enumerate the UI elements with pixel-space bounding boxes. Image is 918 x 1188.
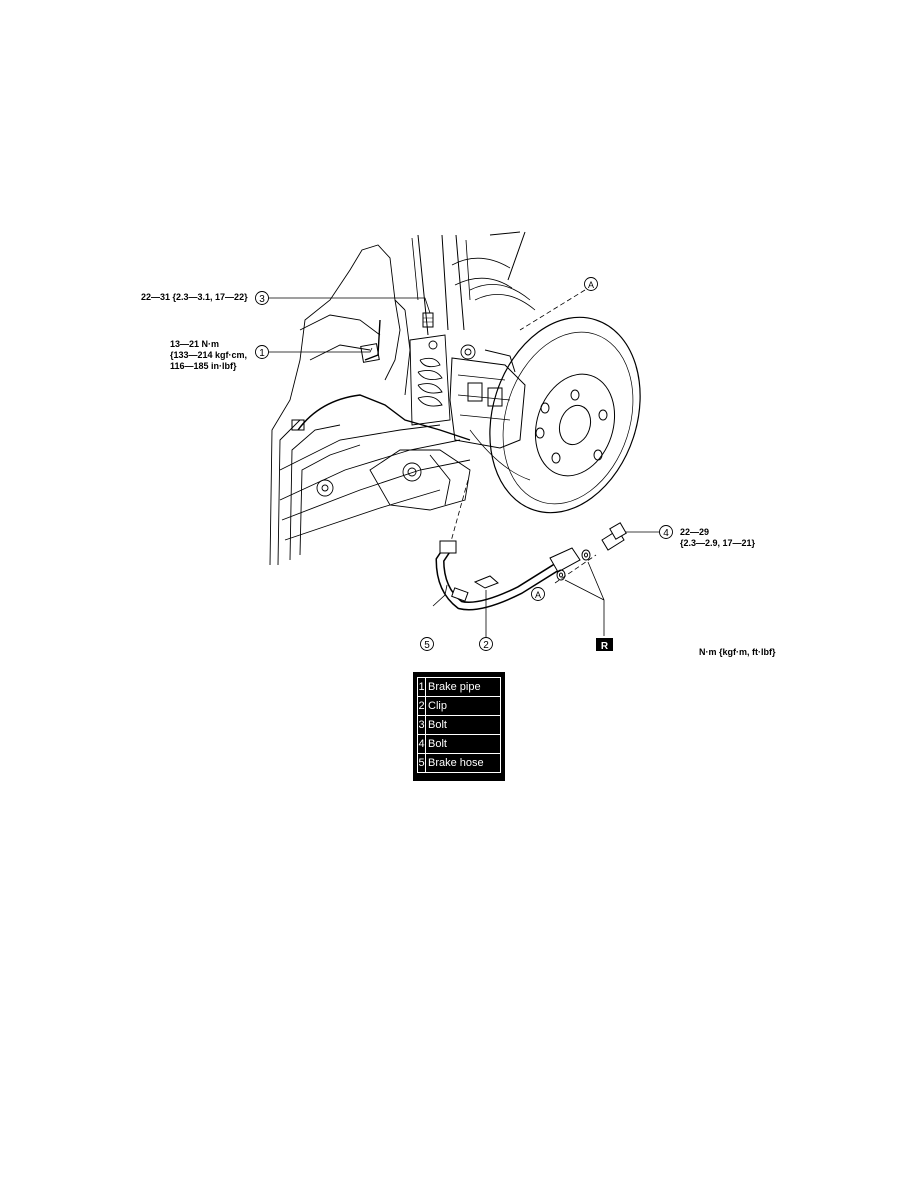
bolt-3-torque-label: 22—31 {2.3—3.1, 17—22}	[141, 292, 248, 303]
bolt-4-torque-label: 22—29 {2.3—2.9, 17—21}	[680, 527, 755, 549]
bolt-4-torque-line2: {2.3—2.9, 17—21}	[680, 538, 756, 548]
torque-units-text: N·m {kgf·m, ft·lbf}	[699, 647, 776, 657]
callout-circles	[255, 277, 673, 651]
legend-label: Bolt	[425, 734, 501, 754]
brake-pipe-torque-line2: {133—214 kgf·cm,	[170, 350, 248, 360]
brake-pipe-illustration	[291, 319, 471, 441]
reference-line-a	[449, 289, 597, 584]
callout-3-number: 3	[259, 294, 265, 305]
strut-illustration	[411, 231, 536, 336]
legend-number: 5	[417, 753, 426, 773]
parts-legend: 1 Brake pipe 2 Clip 3 Bolt 4 Bolt 5 Brak…	[413, 672, 505, 781]
legend-label: Clip	[425, 696, 501, 716]
callout-1-number: 1	[259, 348, 265, 359]
brake-disc-illustration	[469, 316, 641, 514]
replace-mark-letter: R	[601, 641, 609, 652]
legend-number: 3	[417, 715, 426, 735]
callout-4-number: 4	[663, 528, 669, 539]
leader-lines	[268, 297, 660, 637]
legend-label: Brake pipe	[425, 677, 501, 697]
legend-label: Brake hose	[425, 753, 501, 773]
legend-row: 1 Brake pipe	[417, 677, 501, 697]
brake-pipe-torque-label: 13—21 N·m {133—214 kgf·cm, 116—185 in·lb…	[170, 339, 247, 372]
brake-hose-illustration	[435, 540, 581, 611]
brake-assembly-diagram: 3 1 4 5 2 A A R	[255, 231, 673, 652]
legend-label: Bolt	[425, 715, 501, 735]
legend-number: 4	[417, 734, 426, 754]
bolt-3-illustration	[422, 312, 434, 328]
bolt-4-illustration	[601, 522, 627, 551]
legend-number: 2	[417, 696, 426, 716]
replace-mark: R	[596, 638, 613, 652]
legend-number: 1	[417, 677, 426, 697]
copper-washers-illustration	[556, 549, 591, 581]
bolt-3-torque-text: 22—31 {2.3—3.1, 17—22}	[141, 292, 248, 302]
body-panel-illustration	[269, 244, 471, 566]
callout-2-number: 2	[483, 640, 489, 651]
torque-units-note: N·m {kgf·m, ft·lbf}	[699, 647, 776, 658]
legend-row: 3 Bolt	[417, 715, 501, 735]
caliper-illustration	[449, 349, 526, 449]
reference-a-top: A	[588, 280, 594, 290]
brake-pipe-torque-line3: 116—185 in·lbf}	[170, 361, 237, 371]
legend-row: 5 Brake hose	[417, 753, 501, 773]
callout-5-number: 5	[424, 640, 430, 651]
reference-a-bottom: A	[535, 590, 541, 600]
legend-row: 4 Bolt	[417, 734, 501, 754]
parts-legend-table: 1 Brake pipe 2 Clip 3 Bolt 4 Bolt 5 Brak…	[417, 677, 501, 773]
lower-arm-illustration	[316, 449, 471, 511]
brake-pipe-torque-line1: 13—21 N·m	[170, 339, 220, 349]
legend-row: 2 Clip	[417, 696, 501, 716]
knuckle-illustration	[409, 334, 476, 426]
bolt-4-torque-line1: 22—29	[680, 527, 710, 537]
